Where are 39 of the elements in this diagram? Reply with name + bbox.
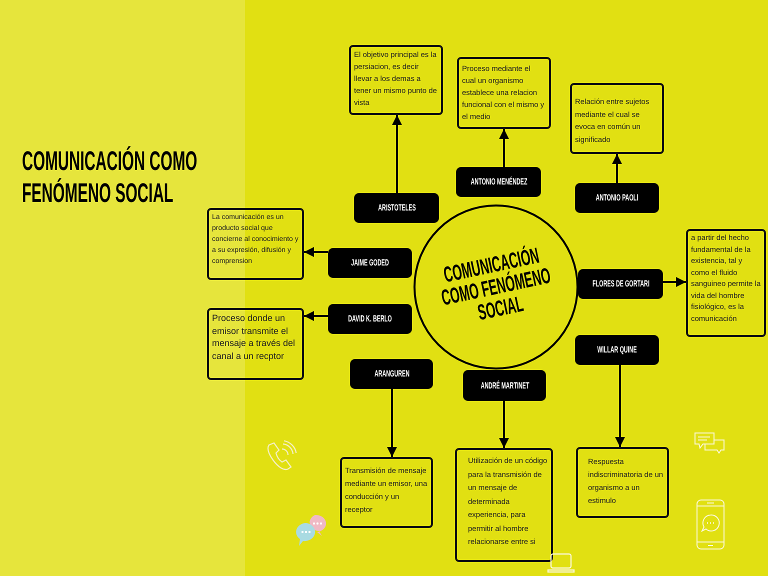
name-box bbox=[575, 183, 659, 213]
name-box bbox=[456, 167, 541, 197]
name-label: WILLAR QUINE bbox=[597, 346, 637, 354]
name-box bbox=[463, 370, 546, 401]
name-label: JAIME GODED bbox=[351, 258, 389, 268]
name-label: ANDRÉ MARTINET bbox=[480, 381, 529, 390]
note-box bbox=[349, 45, 443, 115]
arrow bbox=[304, 311, 328, 321]
arrow bbox=[499, 401, 509, 448]
note-box bbox=[457, 57, 551, 129]
name-label: ARISTOTELES bbox=[378, 204, 416, 212]
arrow bbox=[663, 277, 686, 287]
name-box bbox=[350, 359, 433, 389]
arrow bbox=[615, 365, 625, 447]
note-box bbox=[207, 308, 304, 380]
page-title: COMUNICACIÓN COMO FENÓMENO SOCIAL bbox=[22, 145, 198, 209]
name-box bbox=[354, 193, 439, 223]
name-label: ARANGUREN bbox=[374, 370, 410, 378]
note-box bbox=[570, 83, 664, 154]
note-box bbox=[576, 447, 669, 518]
arrow bbox=[304, 247, 328, 257]
arrow bbox=[499, 129, 509, 167]
name-label: FLORES DE GORTARI bbox=[592, 280, 649, 288]
name-box bbox=[328, 248, 412, 278]
name-label: DAVID K. BERLO bbox=[348, 314, 392, 324]
note-box bbox=[340, 457, 433, 528]
name-label: ANTONIO MENÉNDEZ bbox=[470, 178, 527, 186]
name-label: ANTONIO PAOLI bbox=[596, 194, 638, 202]
topic-title: COMUNICACIÓN COMO FENÓMENO SOCIAL bbox=[438, 242, 554, 327]
arrow bbox=[612, 154, 622, 183]
arrow bbox=[387, 389, 397, 457]
note-box bbox=[207, 208, 304, 280]
arrow bbox=[392, 115, 402, 193]
note-box bbox=[455, 448, 553, 562]
description-text: Proceso donde un emisor transmite el mensaje a través del canal a un recptor bbox=[211, 312, 296, 362]
name-box bbox=[578, 269, 663, 299]
name-box bbox=[328, 304, 412, 334]
note-box bbox=[686, 229, 766, 337]
name-box bbox=[575, 335, 659, 365]
